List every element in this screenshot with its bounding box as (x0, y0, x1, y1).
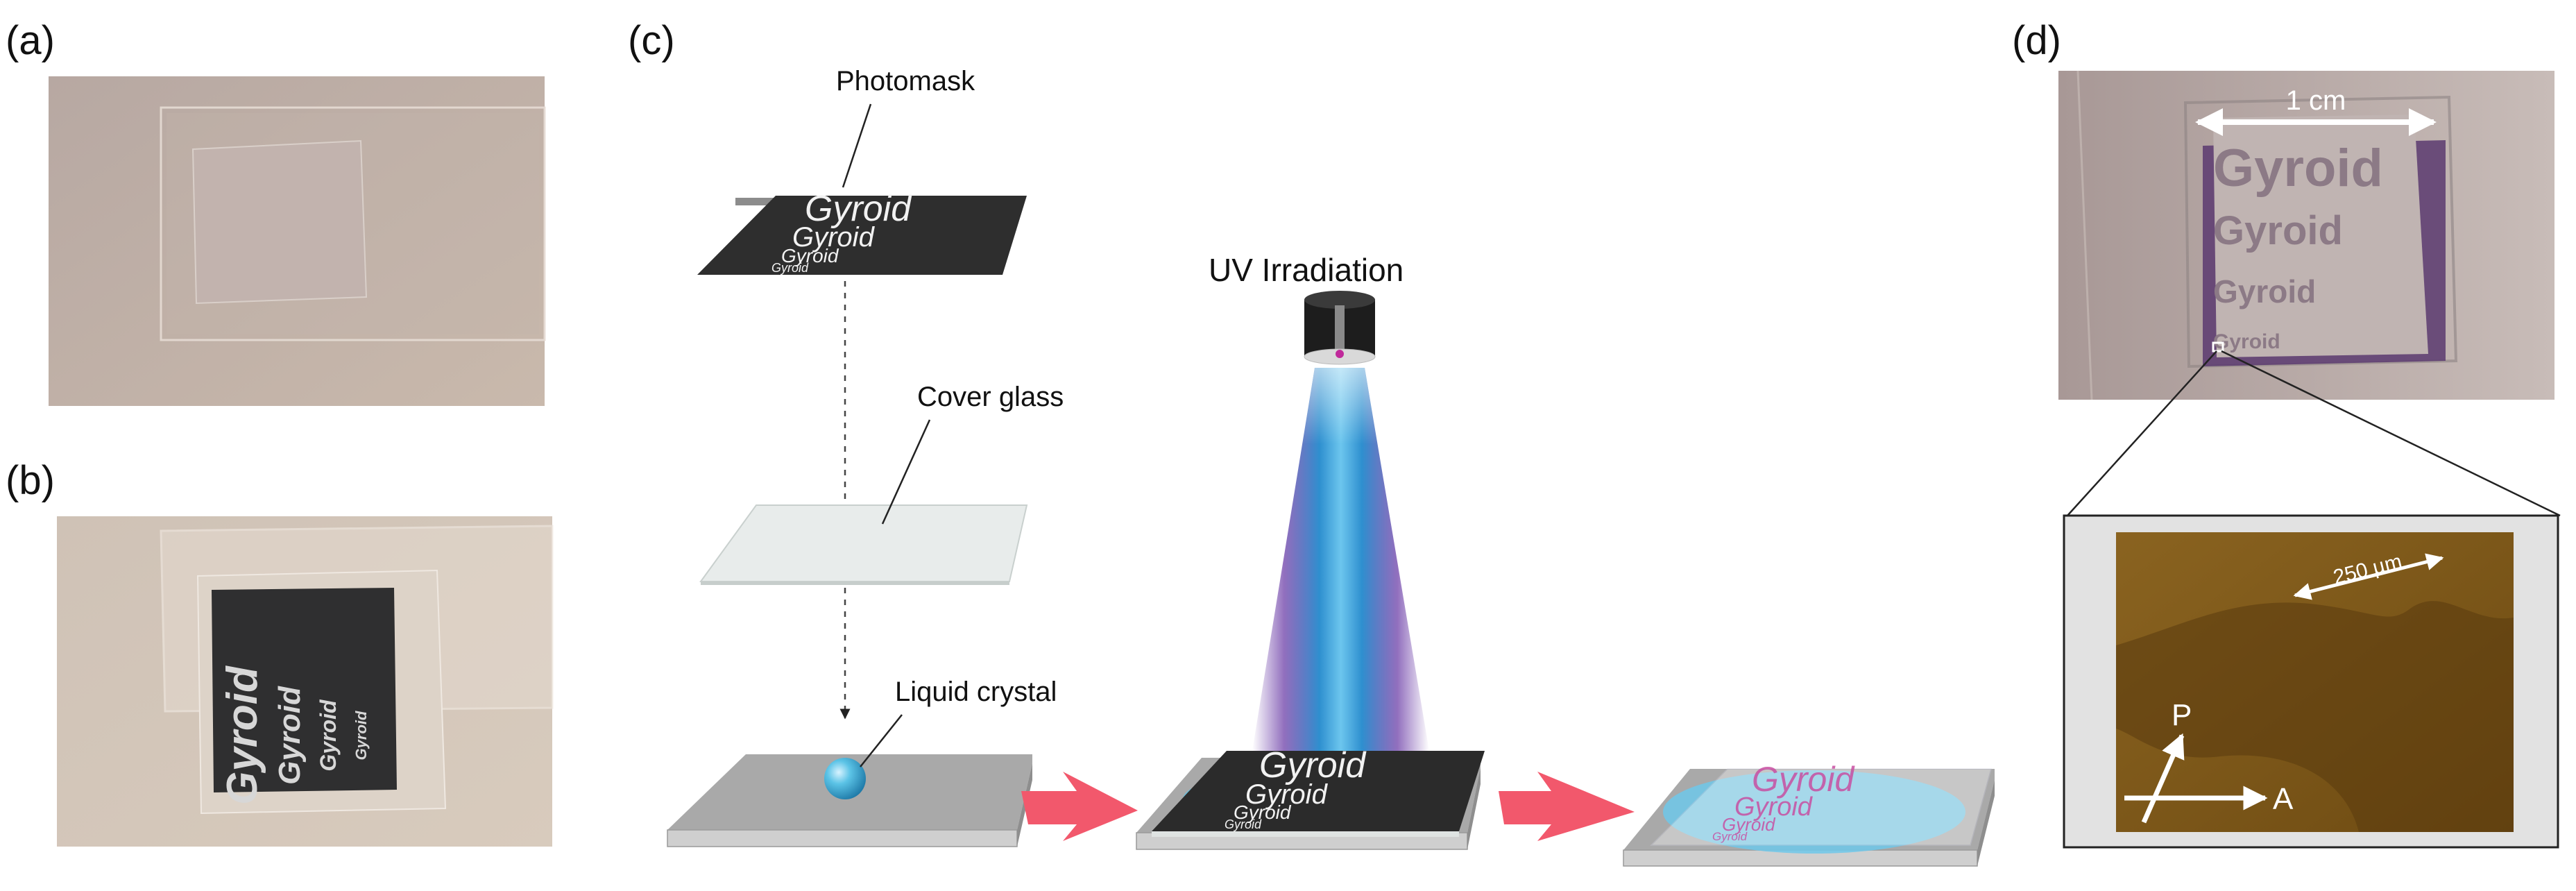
mask-word-b-4: Gyroid (352, 711, 370, 760)
zoom-line-left (2067, 350, 2217, 516)
mask-word-c-4: Gyroid (771, 261, 809, 275)
mask-word-b-1: Gyroid (219, 665, 266, 805)
substrate-1-front (667, 829, 1018, 847)
sample-word-d-4: Gyroid (2213, 330, 2280, 353)
mask-word-s2-3: Gyroid (1234, 801, 1292, 823)
sample-word-d-2: Gyroid (2213, 208, 2343, 253)
cover-glass-step-3 (1650, 768, 1992, 846)
uv-lamp-nozzle (1335, 305, 1345, 351)
photomask-b (212, 588, 397, 792)
substrate-2-side (1467, 767, 1481, 849)
zoom-line-right (2221, 350, 2561, 517)
photomask-label: Photomask (836, 66, 975, 96)
photomask-step-2 (1152, 751, 1485, 831)
mask-text-b: Gyroid Gyroid Gyroid Gyroid (219, 665, 370, 805)
glass-edge-d (2076, 70, 2093, 400)
cover-glass-c (699, 504, 1028, 582)
process-arrow-1 (1021, 772, 1138, 841)
pattern-word-s3-3: Gyroid (1722, 814, 1776, 835)
panel-b-label: (b) (6, 458, 55, 503)
pattern-word-s3-4: Gyroid (1712, 830, 1748, 843)
mask-word-s2-4: Gyroid (1225, 817, 1262, 831)
mask-word-c-1: Gyroid (805, 189, 912, 229)
cover-glass-c-edge (701, 582, 1009, 585)
panel-c-label: (c) (628, 18, 675, 63)
polarizer-arrow (2141, 733, 2185, 824)
photomask-leader (842, 103, 872, 188)
pattern-word-s3-1: Gyroid (1752, 760, 1855, 799)
scale-label-1cm: 1 cm (2286, 85, 2346, 116)
mask-word-b-2: Gyroid (273, 686, 307, 785)
polarizer-label: P (2172, 698, 2192, 732)
scale-arrow-250um (2293, 553, 2444, 600)
analyzer-label: A (2273, 782, 2294, 816)
mask-text-c: Gyroid Gyroid Gyroid Gyroid (771, 189, 912, 275)
mask-word-c-2: Gyroid (792, 222, 876, 253)
cover-glass-leader (881, 419, 931, 525)
liquid-crystal-leader (860, 714, 903, 767)
mask-word-b-3: Gyroid (316, 699, 341, 772)
uv-beam-fade (1252, 368, 1429, 751)
pattern-text-step-3: Gyroid Gyroid Gyroid Gyroid (1712, 760, 1855, 843)
sample-text-d: Gyroid Gyroid Gyroid Gyroid (2213, 139, 2383, 353)
sample-word-d-1: Gyroid (2213, 139, 2383, 198)
lc-film-step-3 (1663, 770, 1965, 854)
mask-word-s2-2: Gyroid (1245, 779, 1329, 810)
panel-a-label: (a) (6, 18, 55, 63)
mask-word-s2-1: Gyroid (1259, 745, 1367, 786)
photomask-c (697, 196, 1027, 275)
uv-emitter-dot (1336, 350, 1344, 358)
panel-d: (d) Gyroid Gyroid Gyroid Gyroid 1 cm 250… (2012, 18, 2561, 849)
pattern-word-s3-2: Gyroid (1734, 792, 1814, 822)
liquid-crystal-label: Liquid crystal (895, 677, 1057, 707)
panel-a: (a) (6, 18, 546, 406)
substrate-3-side (1977, 780, 1995, 866)
sample-outline-d (2183, 95, 2458, 368)
panel-d-label: (d) (2012, 18, 2061, 63)
cover-glass-a (191, 139, 368, 305)
uv-lamp-top (1304, 291, 1375, 309)
liquid-crystal-droplet (824, 758, 866, 799)
process-arrow-2 (1499, 772, 1635, 841)
panel-c: (c) Photomask Gyroid Gyroid Gyroid Gyroi… (628, 18, 1995, 867)
micrograph-domain (2116, 601, 2514, 832)
mask-text-step-2: Gyroid Gyroid Gyroid Gyroid (1225, 745, 1367, 831)
panel-b: (b) Gyroid Gyroid Gyroid Gyroid (6, 458, 554, 847)
sample-word-d-3: Gyroid (2213, 273, 2316, 309)
uv-irradiation-label: UV Irradiation (1209, 252, 1404, 288)
glass-slide-a (160, 106, 546, 341)
cover-glass-label: Cover glass (917, 382, 1064, 412)
mask-word-c-3: Gyroid (781, 245, 839, 266)
sample-film-inner-d (2213, 114, 2428, 357)
cover-glass-step-2 (1152, 831, 1459, 837)
zoom-region-marker (2212, 341, 2224, 353)
